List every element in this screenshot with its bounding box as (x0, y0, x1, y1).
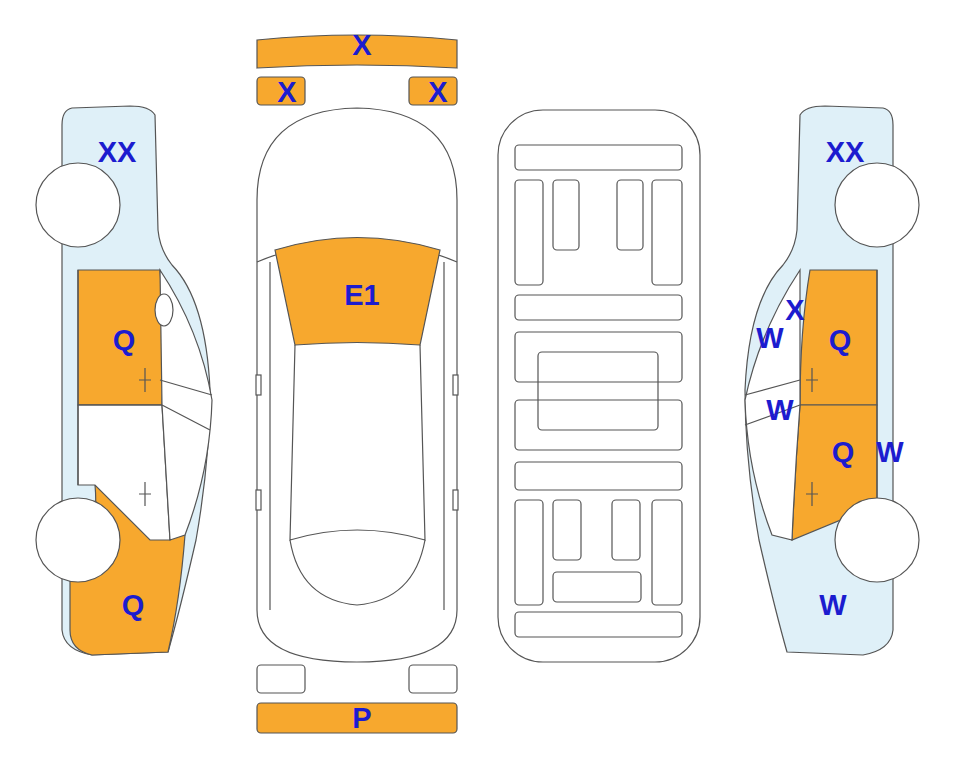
damage-code: W (819, 591, 846, 620)
damage-code: XX (826, 138, 865, 167)
underside-view (498, 110, 700, 662)
damage-code: W (766, 396, 793, 425)
damage-code: P (352, 704, 371, 733)
damage-code: E1 (344, 281, 379, 310)
damage-code: X (277, 78, 296, 107)
damage-code: XX (98, 138, 137, 167)
damage-code: Q (832, 438, 855, 467)
damage-code: Q (122, 591, 145, 620)
damage-code: X (785, 296, 804, 325)
damage-code: X (352, 31, 371, 60)
right-side-view (745, 106, 919, 655)
damage-code: Q (829, 326, 852, 355)
left-side-view (36, 106, 212, 655)
damage-code: Q (113, 326, 136, 355)
damage-code: W (756, 324, 783, 353)
top-view (256, 35, 458, 733)
damage-code: W (876, 438, 903, 467)
damage-code: X (428, 78, 447, 107)
